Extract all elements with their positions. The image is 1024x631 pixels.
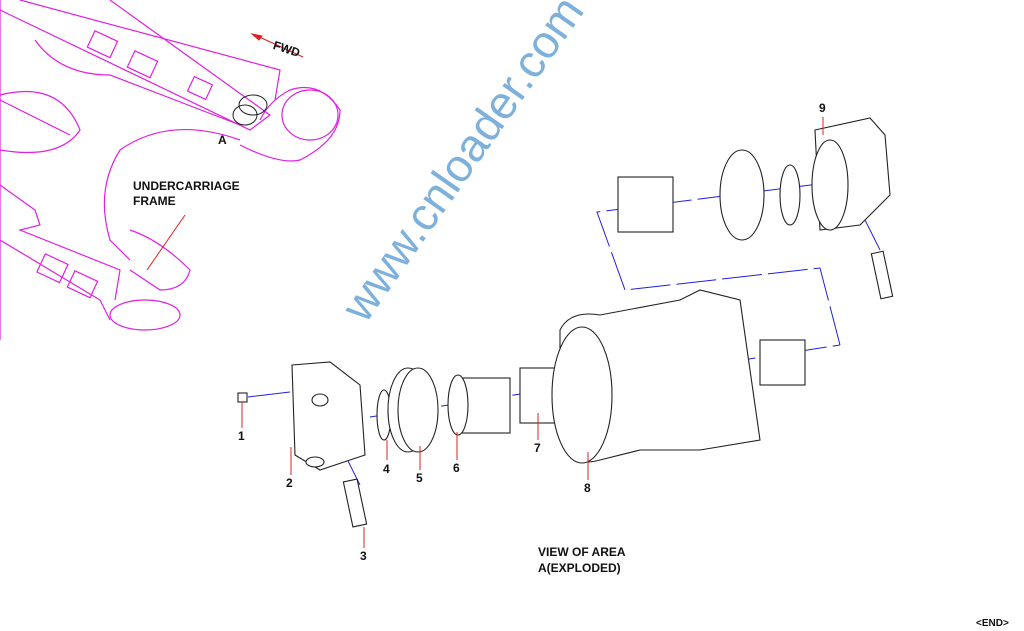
part-6b-bushing [617,176,674,233]
callout-leaders [241,117,824,548]
part-1 [237,392,248,403]
frame-label-1: UNDERCARRIAGE [133,179,240,193]
caption-line-1: VIEW OF AREA [538,545,626,559]
callout-2: 2 [286,476,293,490]
parts [237,117,894,528]
caption-line-2: A(EXPLODED) [538,561,621,575]
callout-4: 4 [383,462,390,476]
callout-9: 9 [819,101,826,115]
area-a-label: A [218,133,227,147]
end-marker: <END> [976,618,1009,629]
callout-1: 1 [238,429,245,443]
callout-6: 6 [453,461,460,475]
callout-7: 7 [534,441,541,455]
callout-3: 3 [360,549,367,563]
callout-5: 5 [416,471,423,485]
undercarriage-frame-drawing [0,0,341,340]
area-a-part [232,94,268,126]
part-2-housing [291,361,366,471]
leaders-overview [146,33,304,271]
frame-label-2: FRAME [133,194,176,208]
callout-8: 8 [584,481,591,495]
part-3-pin [342,478,368,528]
